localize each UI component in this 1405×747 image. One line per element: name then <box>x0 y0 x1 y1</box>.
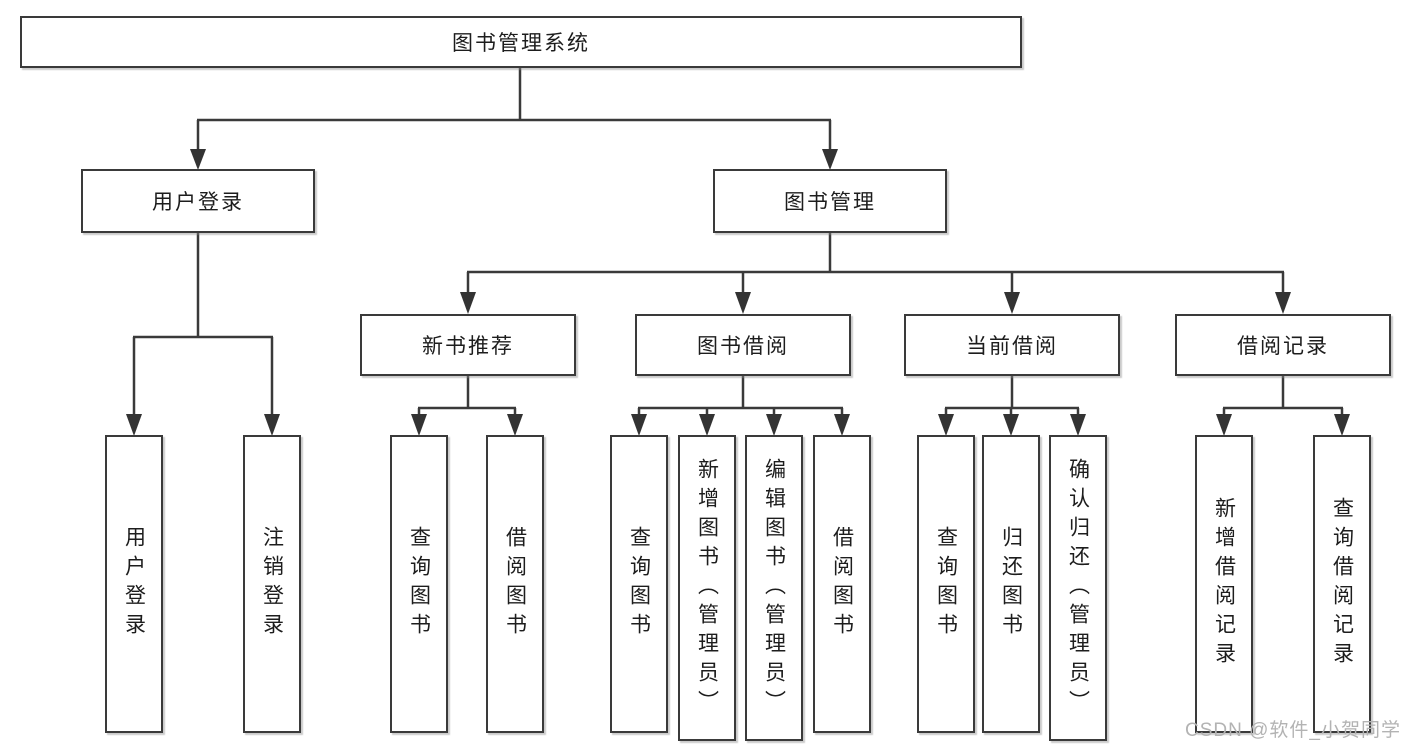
csdn-watermark: CSDN @软件_小贺同学 <box>1185 720 1401 741</box>
node-book-borrow: 图书借阅 <box>635 314 851 376</box>
leaf-query-books-borrow-label: 查询图书 <box>627 526 651 642</box>
leaf-query-books-borrow: 查询图书 <box>610 435 668 733</box>
node-current-borrow-label: 当前借阅 <box>966 335 1058 358</box>
leaf-query-books-current-label: 查询图书 <box>934 526 958 642</box>
leaf-logout: 注销登录 <box>243 435 301 733</box>
leaf-confirm-return-admin-label: 确认归还（管理员） <box>1066 457 1090 719</box>
leaf-borrow-books: 借阅图书 <box>813 435 871 733</box>
node-book-borrow-label: 图书借阅 <box>697 335 789 358</box>
leaf-confirm-return-admin: 确认归还（管理员） <box>1049 435 1107 741</box>
leaf-query-borrow-record-label: 查询借阅记录 <box>1330 497 1354 671</box>
node-book-management-label: 图书管理 <box>784 191 876 214</box>
leaf-add-borrow-record: 新增借阅记录 <box>1195 435 1253 733</box>
leaf-borrow-books-recommend-label: 借阅图书 <box>503 526 527 642</box>
leaf-add-books-admin: 新增图书（管理员） <box>678 435 736 741</box>
node-new-book-recommend-label: 新书推荐 <box>422 335 514 358</box>
leaf-query-borrow-record: 查询借阅记录 <box>1313 435 1371 733</box>
node-user-login: 用户登录 <box>81 169 315 233</box>
leaf-user-login: 用户登录 <box>105 435 163 733</box>
leaf-return-books: 归还图书 <box>982 435 1040 733</box>
leaf-borrow-books-recommend: 借阅图书 <box>486 435 544 733</box>
leaf-user-login-label: 用户登录 <box>122 526 146 642</box>
node-borrow-records: 借阅记录 <box>1175 314 1391 376</box>
leaf-edit-books-admin-label: 编辑图书（管理员） <box>762 457 786 719</box>
node-new-book-recommend: 新书推荐 <box>360 314 576 376</box>
node-book-management: 图书管理 <box>713 169 947 233</box>
leaf-query-books-recommend-label: 查询图书 <box>407 526 431 642</box>
leaf-return-books-label: 归还图书 <box>999 526 1023 642</box>
leaf-borrow-books-label: 借阅图书 <box>830 526 854 642</box>
leaf-query-books-recommend: 查询图书 <box>390 435 448 733</box>
node-root: 图书管理系统 <box>20 16 1022 68</box>
leaf-edit-books-admin: 编辑图书（管理员） <box>745 435 803 741</box>
leaf-add-borrow-record-label: 新增借阅记录 <box>1212 497 1236 671</box>
node-borrow-records-label: 借阅记录 <box>1237 335 1329 358</box>
leaf-add-books-admin-label: 新增图书（管理员） <box>695 457 719 719</box>
leaf-query-books-current: 查询图书 <box>917 435 975 733</box>
node-current-borrow: 当前借阅 <box>904 314 1120 376</box>
node-user-login-label: 用户登录 <box>152 191 244 214</box>
node-root-label: 图书管理系统 <box>452 32 590 55</box>
leaf-logout-label: 注销登录 <box>260 526 284 642</box>
